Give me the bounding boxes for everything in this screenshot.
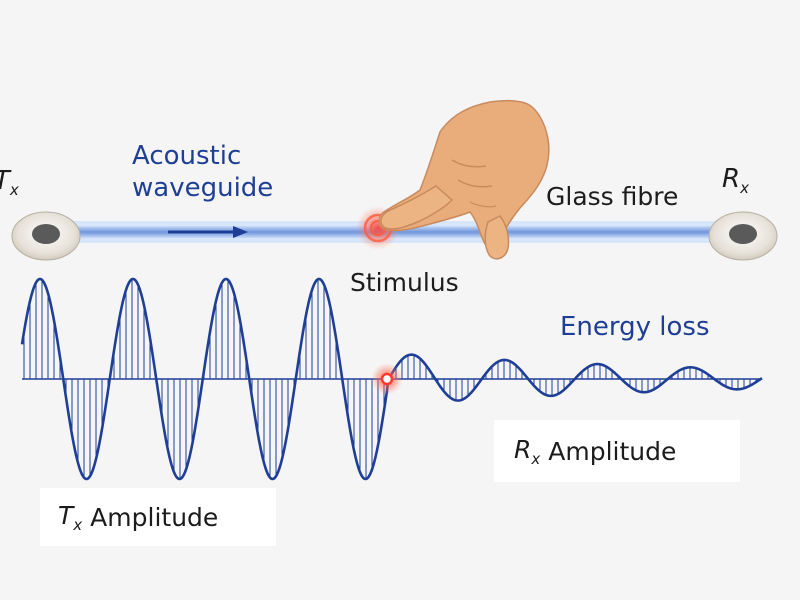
energy-loss-label: Energy loss [560, 312, 710, 342]
rx-transducer [708, 211, 778, 261]
direction-arrow-icon [168, 226, 248, 238]
tx-amplitude-label: Tx Amplitude [40, 488, 276, 546]
attenuation-point [371, 363, 403, 395]
tx-label: Tx [0, 166, 19, 200]
stimulus-label: Stimulus [350, 268, 459, 297]
tx-transducer [11, 211, 81, 261]
pointing-hand-icon [378, 99, 550, 260]
glass-fibre-label: Glass fibre [546, 182, 679, 211]
acoustic-waveguide-label: Acoustic waveguide [132, 141, 274, 203]
rx-amplitude-label: Rx Amplitude [494, 420, 740, 482]
rx-label: Rx [722, 164, 749, 198]
